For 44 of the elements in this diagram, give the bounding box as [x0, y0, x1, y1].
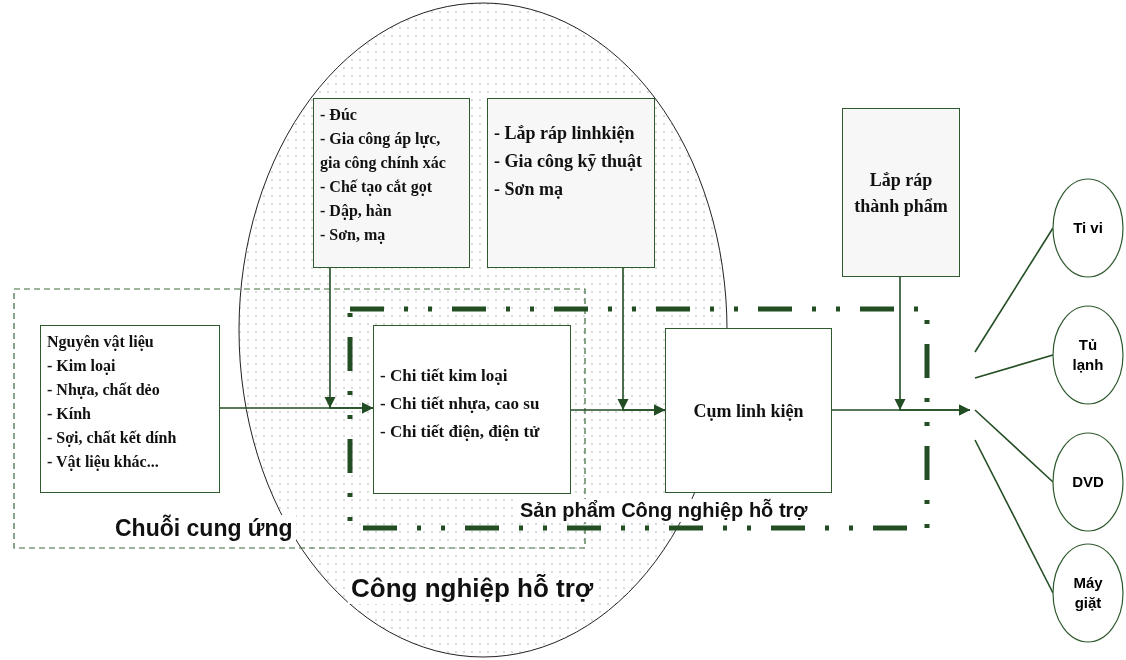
product-ellipse [1052, 543, 1124, 643]
process-box [40, 325, 220, 493]
box-text: - Dập, hàn [320, 201, 393, 222]
box-text: - Sợi, chất kết dính [47, 428, 178, 449]
region-title: Sản phẩm Công nghiệp hỗ trợ [517, 499, 811, 522]
box-text: - Sơn mạ [494, 178, 564, 201]
box-text: - Sơn, mạ [320, 225, 387, 246]
connector-line [974, 354, 1054, 379]
arrow [617, 267, 666, 416]
box-text: - Đúc [320, 105, 358, 125]
box-text: - Chi tiết kim loại [380, 365, 509, 387]
connector-line [974, 227, 1054, 353]
connector-line [974, 439, 1054, 594]
product-label: Ti vi [1072, 218, 1104, 238]
product-label: DVD [1071, 472, 1105, 492]
box-text: - Nhựa, chất dẻo [47, 380, 161, 401]
process-box [313, 98, 470, 268]
box-text: - Gia công kỹ thuật [494, 150, 644, 173]
dash-dot-region [347, 306, 930, 531]
box-text: - Vật liệu khác... [47, 452, 160, 473]
product-ellipse [1052, 432, 1124, 532]
box-text: - Kính [47, 404, 92, 424]
product-label: Tủ lạnh [1071, 335, 1105, 375]
arrow [894, 276, 971, 416]
product-ellipse [1052, 305, 1124, 405]
box-text: Nguyên vật liệu [47, 332, 155, 353]
box-text: - Lắp ráp linhkiện [494, 122, 636, 145]
process-box [487, 98, 655, 268]
product-ellipse [1052, 178, 1124, 278]
region-title: Chuỗi cung ứng [112, 515, 296, 542]
box-text: - Gia công áp lực, gia công chính xác [320, 129, 447, 174]
region-title: Công nghiệp hỗ trợ [348, 574, 597, 604]
product-label: Máy giặt [1072, 573, 1104, 613]
box-text: Lắp ráp thành phẩm [853, 168, 949, 218]
connector-line [974, 409, 1054, 483]
box-text: - Chế tạo cắt gọt [320, 177, 433, 198]
box-text: - Kim loại [47, 356, 117, 377]
process-box [665, 328, 832, 493]
box-text: - Chi tiết điện, điện tử [380, 421, 541, 443]
process-box [842, 108, 960, 277]
box-text: Cụm linh kiện [692, 399, 805, 423]
arrow [324, 267, 374, 414]
process-box [373, 325, 571, 494]
box-text: - Chi tiết nhựa, cao su [380, 393, 541, 415]
